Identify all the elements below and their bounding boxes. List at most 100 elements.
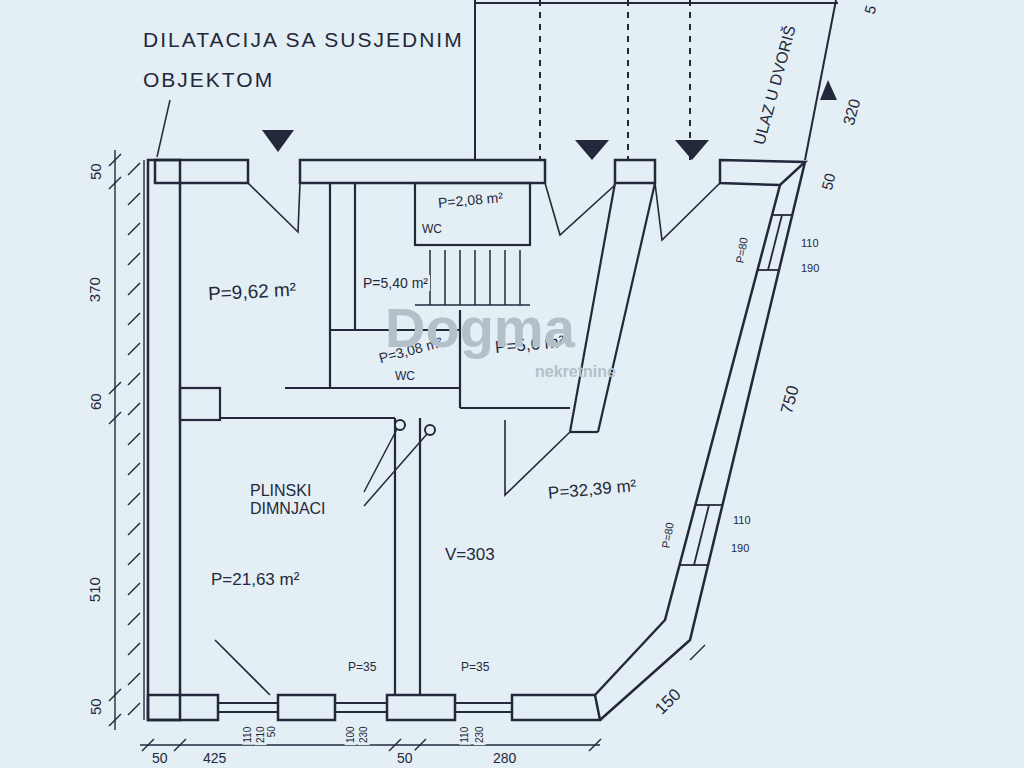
window-size: 110	[459, 725, 471, 745]
watermark: nekretnine	[533, 363, 618, 381]
dimension: 750	[777, 382, 804, 418]
wall	[155, 160, 248, 183]
partition-wall	[419, 418, 421, 695]
wall	[387, 695, 455, 720]
dimension: 320	[839, 95, 865, 129]
wall	[600, 162, 805, 720]
dimension-line	[109, 154, 121, 166]
partition-wall	[180, 183, 655, 695]
window-size: 230	[358, 724, 370, 745]
entrance-note: ULAZ U DVORIŠ	[750, 22, 801, 149]
level-marker	[820, 80, 837, 100]
dimension-line	[414, 739, 426, 751]
dimension-line	[109, 714, 121, 726]
note-text: DILATACIJA SA SUSJEDNIM OBJEKTOM	[141, 20, 475, 100]
dimension-line	[109, 177, 121, 189]
partition-wall	[180, 388, 220, 420]
door-swing	[215, 183, 720, 695]
partition-wall	[394, 418, 396, 695]
hatching	[128, 343, 140, 355]
gas-chimney	[425, 425, 435, 435]
level-marker	[262, 80, 837, 160]
hatching	[128, 553, 140, 565]
window-size: P=35	[346, 661, 378, 675]
top-lines	[475, 0, 838, 160]
door-swing	[655, 183, 720, 240]
dimension-line	[174, 739, 186, 751]
hatching	[128, 703, 140, 715]
window-size: 190	[729, 542, 751, 555]
room-volume: V=303	[443, 545, 497, 565]
hatching	[128, 643, 140, 655]
level-marker	[262, 130, 294, 152]
dimension: 150	[650, 683, 687, 720]
window-size: 110	[242, 725, 254, 745]
dimension-line	[690, 645, 705, 660]
room-name: WC	[393, 370, 417, 384]
dimension-line	[109, 150, 705, 751]
top-lines	[474, 0, 476, 160]
window-size: P=80	[659, 519, 677, 551]
wall	[615, 160, 655, 183]
dimension: 425	[201, 750, 228, 766]
window-size: 190	[799, 262, 821, 275]
leader-line	[157, 100, 170, 157]
hatching	[128, 523, 140, 535]
hatching	[128, 673, 140, 685]
partition-wall	[285, 387, 330, 389]
room-area: P=2,08 m²	[435, 189, 505, 211]
door-swing	[215, 640, 270, 695]
hatching	[128, 403, 140, 415]
hatching	[128, 223, 140, 235]
dimension: 60	[87, 391, 104, 412]
wall	[300, 160, 545, 183]
partition-wall	[570, 431, 598, 433]
hatching	[128, 313, 140, 325]
window	[694, 505, 709, 565]
dimension: 510	[86, 575, 103, 604]
wall	[148, 695, 218, 720]
level-marker	[575, 140, 609, 160]
level-marker	[675, 140, 709, 160]
dimension-line	[109, 412, 121, 424]
top-lines	[475, 2, 838, 4]
dimension: 50	[87, 696, 104, 717]
partition-wall	[598, 183, 655, 432]
hatching	[143, 160, 144, 720]
top-lines	[689, 0, 691, 160]
dimension: 280	[491, 750, 518, 766]
wall	[148, 160, 805, 720]
partition-wall	[415, 183, 530, 245]
wall	[278, 695, 335, 720]
hatching	[128, 283, 140, 295]
hatching	[128, 163, 140, 175]
watermark: Dogma	[383, 296, 577, 360]
gas-chimney	[395, 420, 405, 430]
wall	[595, 185, 780, 695]
window	[218, 215, 792, 712]
partition-wall	[354, 183, 356, 330]
window	[455, 702, 512, 704]
chimney-note: PLINSKI DIMNJACI	[248, 482, 362, 519]
window-size: P=80	[733, 234, 751, 266]
dimension: 5	[860, 1, 880, 17]
dimension-line	[589, 739, 601, 751]
room-area: P=32,39 m²	[545, 476, 639, 504]
partition-wall	[220, 417, 395, 419]
hatching	[128, 193, 140, 205]
window	[335, 702, 387, 704]
hatching	[128, 373, 140, 385]
dimension-line	[109, 689, 121, 701]
window-size: 50	[266, 724, 278, 739]
dimension: 50	[817, 169, 839, 193]
wall	[512, 695, 600, 720]
door-swing	[545, 183, 615, 235]
window	[455, 711, 512, 713]
top-lines	[805, 0, 836, 160]
window-size: 230	[474, 724, 486, 745]
hatching	[128, 583, 140, 595]
partition-wall	[330, 387, 460, 389]
room-name: WC	[420, 223, 444, 237]
window-size: 110	[799, 237, 821, 250]
